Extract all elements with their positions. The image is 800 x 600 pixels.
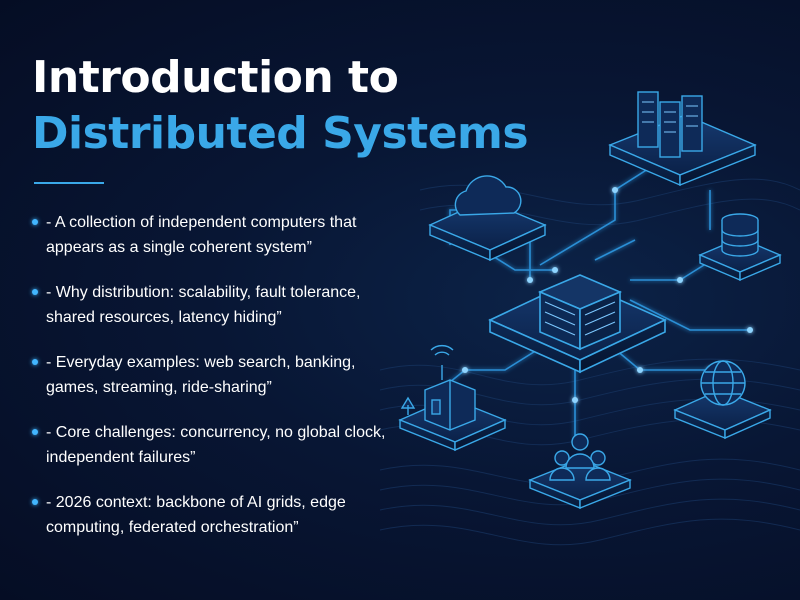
- title-underline: [34, 182, 104, 184]
- iot-building-icon: [398, 344, 507, 452]
- title-line-2: Distributed Systems: [32, 108, 529, 159]
- bullet-text-line-1: - 2026 context: backbone of AI grids, ed…: [46, 494, 346, 511]
- bullet-text-line-1: - A collection of independent computers …: [46, 214, 357, 231]
- users-group-icon: [528, 433, 632, 510]
- page-title: Introduction to Distributed Systems: [32, 50, 529, 162]
- bullet-text-line-1: - Everyday examples: web search, banking…: [46, 354, 356, 371]
- bullet-item: - Everyday examples: web search, banking…: [32, 350, 402, 420]
- bullet-text-line-1: - Core challenges: concurrency, no globa…: [46, 424, 386, 441]
- bullet-text-line-2: computing, federated orchestration”: [46, 519, 299, 536]
- cloud-icon: [428, 175, 547, 262]
- bullet-list: - A collection of independent computers …: [32, 210, 402, 560]
- bullet-text-line-2: independent failures”: [46, 449, 196, 466]
- bullet-item: - Why distribution: scalability, fault t…: [32, 280, 402, 350]
- network-illustration: [380, 91, 800, 546]
- bullet-item: - 2026 context: backbone of AI grids, ed…: [32, 490, 402, 560]
- bullet-text-line-2: games, streaming, ride-sharing”: [46, 379, 272, 396]
- bullet-item: - Core challenges: concurrency, no globa…: [32, 420, 402, 490]
- database-icon: [698, 213, 782, 282]
- central-server-icon: [488, 274, 667, 374]
- bullet-text-line-2: appears as a single coherent system”: [46, 239, 312, 256]
- server-rack-icon: [608, 91, 757, 187]
- globe-icon: [673, 360, 772, 440]
- bullet-text-line-1: - Why distribution: scalability, fault t…: [46, 284, 361, 301]
- bullet-text-line-2: shared resources, latency hiding”: [46, 309, 282, 326]
- bullet-item: - A collection of independent computers …: [32, 210, 402, 280]
- title-line-1: Introduction to: [32, 52, 399, 103]
